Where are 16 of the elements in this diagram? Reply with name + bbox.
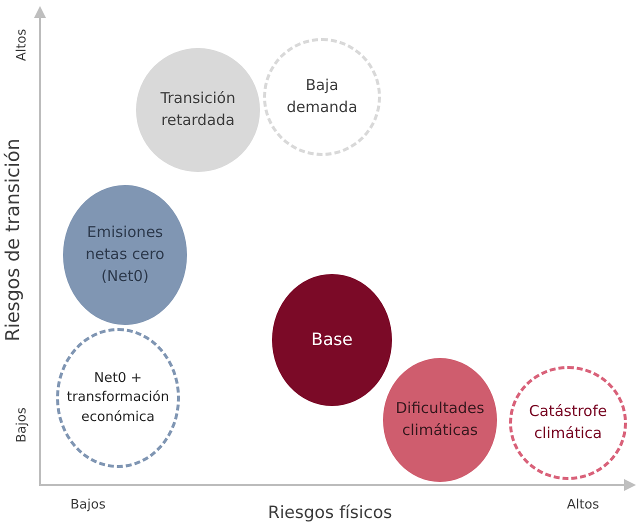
node-label: Net0 + transformación económica	[66, 368, 170, 427]
node-label: Dificultades climáticas	[394, 398, 486, 441]
node-label: Catástrofe climática	[528, 401, 608, 444]
node-label: Baja demanda	[286, 75, 358, 118]
axis-label: Bajos	[14, 407, 30, 443]
dashed-ellipse	[56, 328, 180, 468]
node-label: Emisiones netas cero (Net0)	[84, 222, 166, 287]
axis-title: Riesgos de transición	[2, 138, 24, 342]
node-label: Transición retardada	[160, 88, 236, 131]
axis-label: Altos	[566, 498, 600, 512]
dashed-ellipse	[509, 366, 627, 480]
axis-label: Altos	[14, 28, 30, 62]
node-label: Base	[310, 328, 354, 352]
dashed-ellipse	[263, 38, 381, 156]
axis-title: Riesgos físicos	[268, 503, 392, 523]
axis-label: Bajos	[70, 498, 106, 512]
